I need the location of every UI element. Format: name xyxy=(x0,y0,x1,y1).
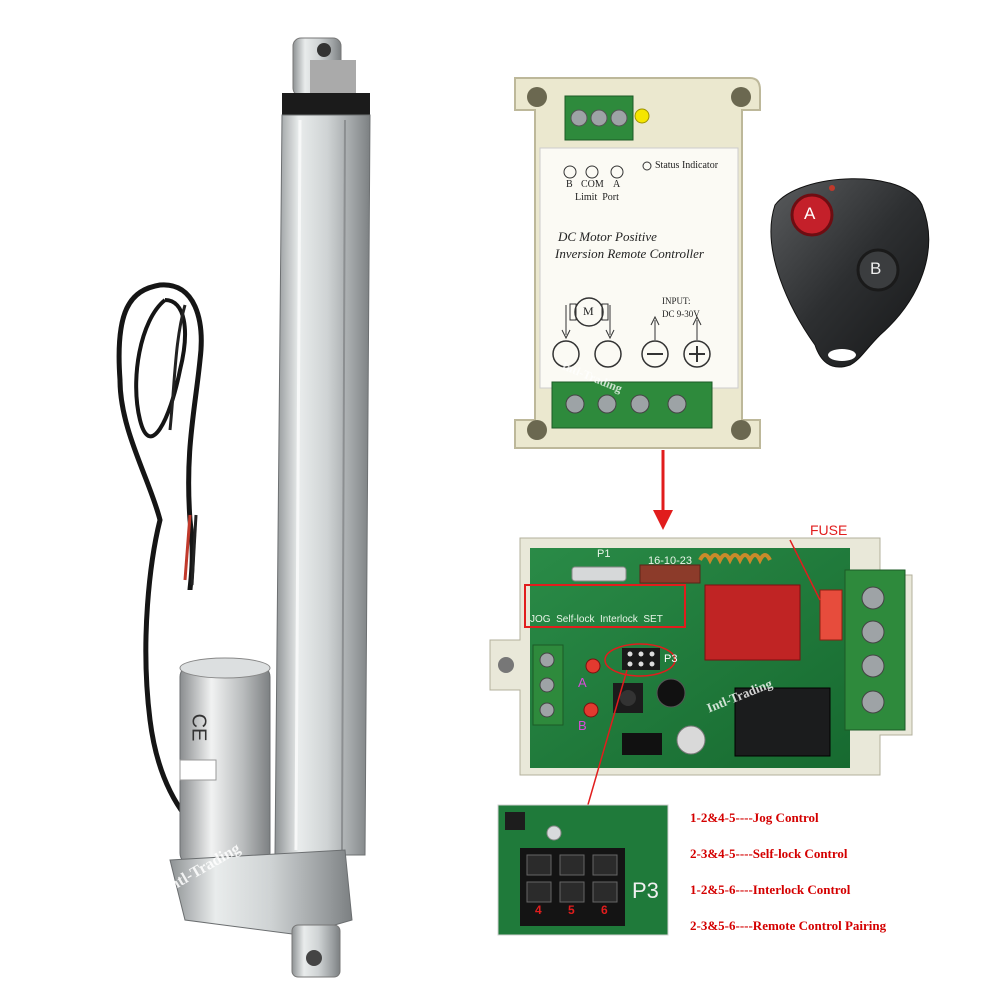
closeup-pin5-label: 5 xyxy=(568,903,575,917)
status-indicator-label: Status Indicator xyxy=(655,160,719,171)
controller-box xyxy=(514,77,761,449)
led-b-icon xyxy=(583,702,599,718)
pcb-modes-label: JOG Self-lock Interlock SET xyxy=(530,614,663,625)
remote-button-b-label: B xyxy=(870,259,882,278)
rod-hole-top xyxy=(317,43,331,57)
red-arrow-icon xyxy=(653,450,673,530)
actuator-cable xyxy=(116,282,256,863)
mode-selector-box xyxy=(524,584,686,628)
pcb-board xyxy=(489,537,913,816)
motor-symbol-label: M xyxy=(583,304,594,318)
led-a-icon xyxy=(585,658,601,674)
pcb-led-b-label: B xyxy=(578,718,587,733)
plus-terminal-icon xyxy=(683,340,711,368)
pcb-p3-label: P3 xyxy=(664,653,678,665)
legend-self-lock-control: 2-3&4-5----Self-lock Control xyxy=(690,846,848,861)
pcb-p1-label: P1 xyxy=(597,548,611,560)
legend-interlock-control: 1-2&5-6----Interlock Control xyxy=(690,882,851,897)
p3-closeup xyxy=(497,804,669,936)
controller-title-line1: DC Motor Positive xyxy=(558,229,657,244)
motor-symbol-icon xyxy=(574,297,604,327)
limit-b-label: B xyxy=(566,179,573,190)
rod-hole-bottom xyxy=(306,950,322,966)
limit-port-label: Limit Port xyxy=(575,192,619,203)
remote-fob xyxy=(770,178,930,368)
remote-button-a-icon xyxy=(790,193,834,237)
input-label: INPUT: xyxy=(662,296,691,306)
closeup-p3-label: P3 xyxy=(632,878,659,903)
status-led-icon xyxy=(634,108,650,124)
linear-actuator xyxy=(116,37,371,978)
controller-title-line2: Inversion Remote Controller xyxy=(555,246,704,261)
closeup-pin4-label: 4 xyxy=(535,903,542,917)
limit-a-label: A xyxy=(613,179,621,190)
pcb-led-a-label: A xyxy=(578,675,587,690)
ce-mark: CE xyxy=(187,713,210,742)
input-voltage-label: DC 9-30V xyxy=(662,309,700,319)
remote-button-a-label: A xyxy=(804,204,816,223)
closeup-pin6-label: 6 xyxy=(601,903,608,917)
remote-button-b-icon xyxy=(856,248,900,292)
limit-com-label: COM xyxy=(581,179,604,190)
fuse-label: FUSE xyxy=(810,522,848,538)
pcb-date-label: 16-10-23 xyxy=(648,555,693,567)
legend-jog-control: 1-2&4-5----Jog Control xyxy=(690,810,819,825)
minus-terminal-icon xyxy=(641,340,669,368)
legend-remote-pairing: 2-3&5-6----Remote Control Pairing xyxy=(690,918,887,933)
